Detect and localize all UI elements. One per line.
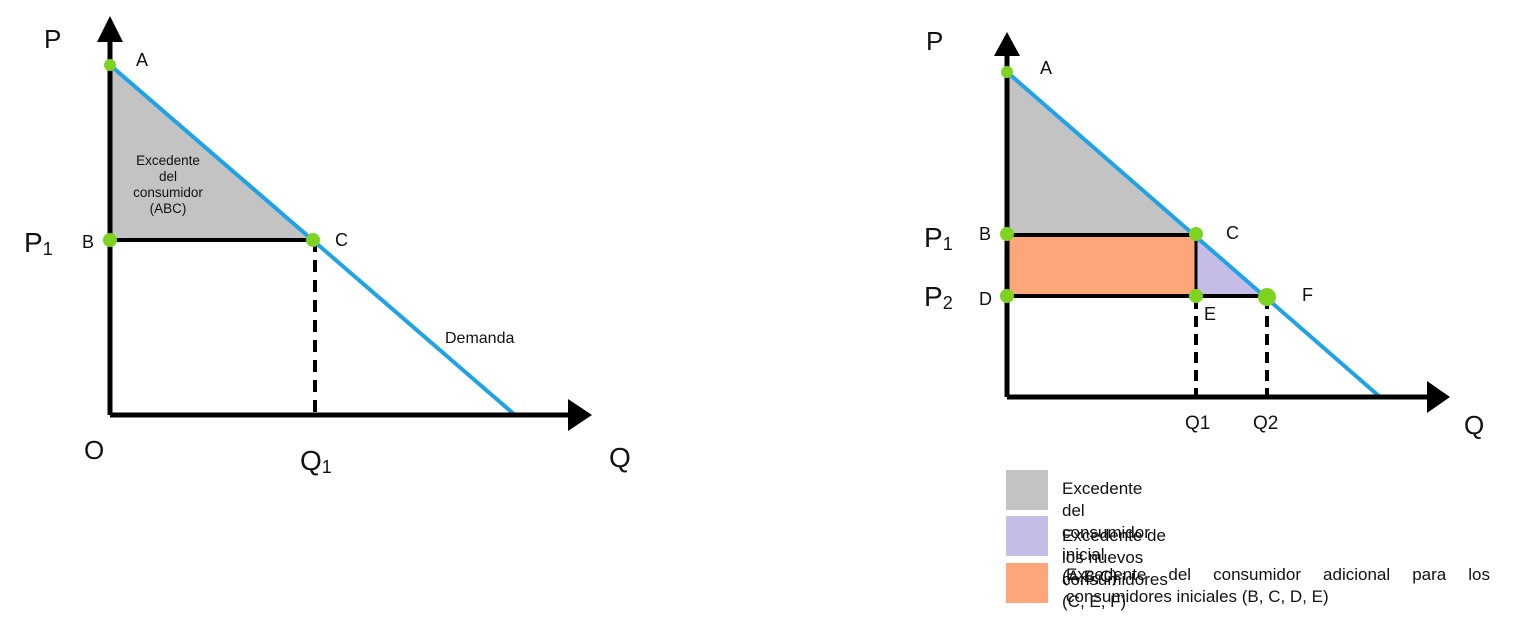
right-y-axis-arrow [994,32,1020,56]
left-quantity-label-q1: Q1 [300,445,332,477]
right-point-a [1001,66,1013,78]
legend-text-additional-surplus: Excedente del consumidor adicional para … [1066,565,1490,606]
right-q2-label: Q2 [1253,413,1278,434]
left-price-label-p1: P1 [24,227,53,259]
left-surplus-label-line-4: (ABC) [150,201,187,216]
right-point-label-e: E [1204,304,1216,324]
left-point-b [103,233,117,247]
left-surplus-label-line-2: del [159,169,177,184]
legend-text-new-consumers: Excedente de los nuevos consumidores (C,… [1062,526,1168,611]
right-point-label-b: B [979,224,991,244]
right-point-label-a: A [1040,58,1052,78]
right-point-f [1258,288,1276,306]
right-price-label-p1: P1 [924,222,953,254]
left-demand-label: Demanda [445,330,514,347]
right-y-axis-label: P [926,26,943,56]
right-graph: P Q P1 P2 Q1 Q2 A B C D E F [924,26,1484,440]
left-point-a [104,59,116,71]
right-point-b [1000,227,1014,241]
right-additional-surplus-area [1007,235,1196,296]
left-point-label-a: A [136,50,148,70]
left-x-axis-label: Q [609,442,631,473]
legend-swatch-orange [1006,563,1048,603]
right-point-c [1189,227,1203,241]
left-graph: P Q O P1 Q1 A B C Excedente del consumid… [24,16,631,477]
left-surplus-label-line-3: consumidor [133,185,203,200]
legend-swatch-gray [1006,470,1048,510]
right-q1-label: Q1 [1185,413,1210,434]
right-point-e [1189,289,1203,303]
right-x-axis-label: Q [1464,410,1484,440]
left-point-label-c: C [335,230,348,250]
right-point-d [1000,289,1014,303]
right-point-label-c: C [1226,223,1239,243]
left-point-label-b: B [82,232,94,252]
left-y-axis-label: P [44,24,61,54]
left-point-c [306,233,320,247]
right-price-label-p2: P2 [924,281,953,313]
left-y-axis-arrow [97,16,123,42]
legend-swatch-lavender [1006,516,1048,556]
left-origin-label: O [84,435,104,465]
left-surplus-label-line-1: Excedente [136,153,200,168]
left-x-axis-arrow [568,399,592,431]
legend-text-initial-surplus: Excedente del consumidor inicial (A,B,C) [1062,479,1150,586]
right-x-axis-arrow [1427,381,1450,413]
right-point-label-d: D [979,289,992,309]
right-point-label-f: F [1302,285,1313,305]
